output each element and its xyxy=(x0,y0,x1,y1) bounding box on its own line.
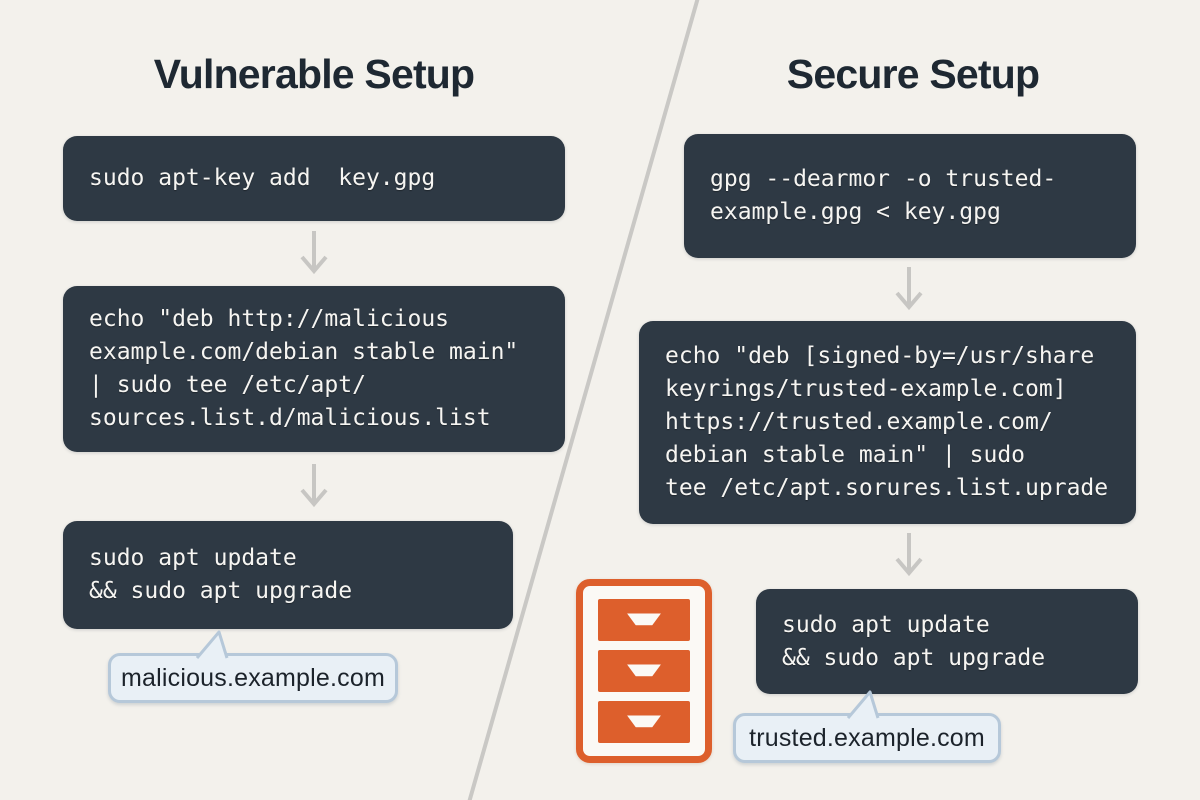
cabinet-drawer xyxy=(598,650,690,692)
code-text-gpg-dearmor: gpg --dearmor -o trusted- example.gpg < … xyxy=(710,166,1057,225)
code-block-apt-update-secure: sudo apt update && sudo apt upgrade xyxy=(756,589,1138,694)
code-text-apt-update-secure: sudo apt update && sudo apt upgrade xyxy=(782,611,1046,671)
code-text-apt-key-add: sudo apt-key add key.gpg xyxy=(89,165,436,191)
code-block-apt-key-add: sudo apt-key add key.gpg xyxy=(63,136,565,221)
down-arrow-icon xyxy=(895,267,923,311)
bubble-tail-icon xyxy=(195,630,229,659)
code-text-apt-update-vulnerable: sudo apt update && sudo apt upgrade xyxy=(89,545,353,604)
malicious-domain-label: malicious.example.com xyxy=(120,663,385,692)
code-block-signed-by-source: echo "deb [signed-by=/usr/share keyrings… xyxy=(639,321,1136,524)
code-text-signed-by-source: echo "deb [signed-by=/usr/share keyrings… xyxy=(665,343,1109,501)
file-cabinet-icon xyxy=(576,579,712,763)
cabinet-drawer xyxy=(598,599,690,641)
drawer-handle xyxy=(627,613,661,626)
down-arrow-icon xyxy=(895,533,923,577)
down-arrow-icon xyxy=(300,231,328,275)
vulnerable-setup-title: Vulnerable Setup xyxy=(153,51,475,97)
cabinet-drawer xyxy=(598,701,690,743)
bubble-tail-icon xyxy=(846,690,880,719)
secure-setup-title: Secure Setup xyxy=(786,51,1040,97)
code-block-malicious-source: echo "deb http://malicious example.com/d… xyxy=(63,286,565,452)
trusted-domain-bubble: trusted.example.com xyxy=(733,690,1001,763)
malicious-domain-bubble: malicious.example.com xyxy=(108,630,398,703)
trusted-domain-label: trusted.example.com xyxy=(749,723,985,752)
code-block-gpg-dearmor: gpg --dearmor -o trusted- example.gpg < … xyxy=(684,134,1136,258)
down-arrow-icon xyxy=(300,464,328,508)
drawer-handle xyxy=(627,664,661,677)
code-text-malicious-source: echo "deb http://malicious example.com/d… xyxy=(89,306,519,431)
drawer-handle xyxy=(627,715,661,728)
code-block-apt-update-vulnerable: sudo apt update && sudo apt upgrade xyxy=(63,521,513,629)
